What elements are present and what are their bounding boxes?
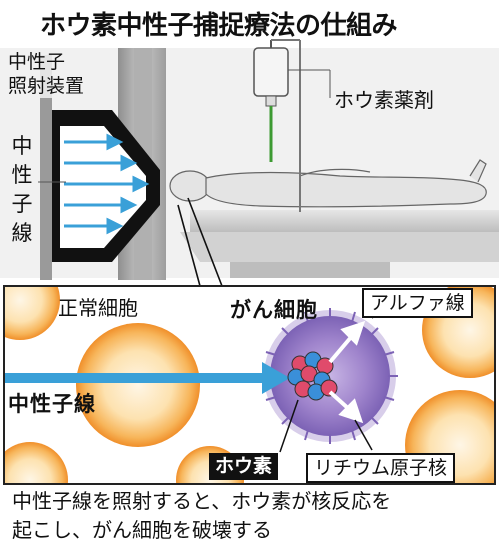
normal-cell-label: 正常細胞 [58, 296, 138, 320]
beam-label-char-4: 線 [11, 221, 33, 245]
irradiation-device-label-line1: 中性子 [8, 51, 66, 73]
beam-label-char-2: 性 [11, 163, 33, 187]
lithium-nucleus-callout: リチウム原子核 [306, 453, 456, 483]
beam-label-char-1: 中 [11, 134, 33, 158]
top-scene [0, 39, 499, 287]
boron-tag: ホウ素 [209, 453, 279, 480]
reaction-arrows [328, 320, 366, 424]
neutron-beam-label: 中性子線 [8, 392, 96, 416]
irradiation-device-label-line2: 照射装置 [8, 75, 85, 97]
device-beam-label: 中 性 子 線 [6, 132, 38, 248]
neutron-beam-arrow [5, 362, 290, 394]
boron-nucleus [287, 351, 338, 401]
caption-line-1: 中性子線を照射すると、ホウ素が核反応を [12, 489, 392, 513]
cancer-cell [262, 308, 398, 444]
treatment-couch [190, 210, 499, 232]
irradiation-device-label: 中性子 照射装置 [8, 50, 85, 98]
boron-drug-label: ホウ素薬剤 [334, 88, 434, 112]
caption-line-2: 起こし、がん細胞を破壊する [12, 518, 272, 542]
patient-figure [169, 159, 487, 208]
page-title: ホウ素中性子捕捉療法の仕組み [40, 11, 398, 41]
alpha-ray-callout: アルファ線 [362, 288, 473, 318]
cancer-cell-label: がん細胞 [230, 298, 318, 322]
irradiation-device-wall [40, 55, 52, 280]
beam-label-char-3: 子 [11, 192, 33, 216]
device-beam-arrows [64, 133, 150, 235]
cell-zoom-panel [3, 285, 496, 485]
caption: 中性子線を照射すると、ホウ素が核反応を 起こし、がん細胞を破壊する [12, 487, 492, 545]
iv-drip-stand [253, 39, 331, 212]
